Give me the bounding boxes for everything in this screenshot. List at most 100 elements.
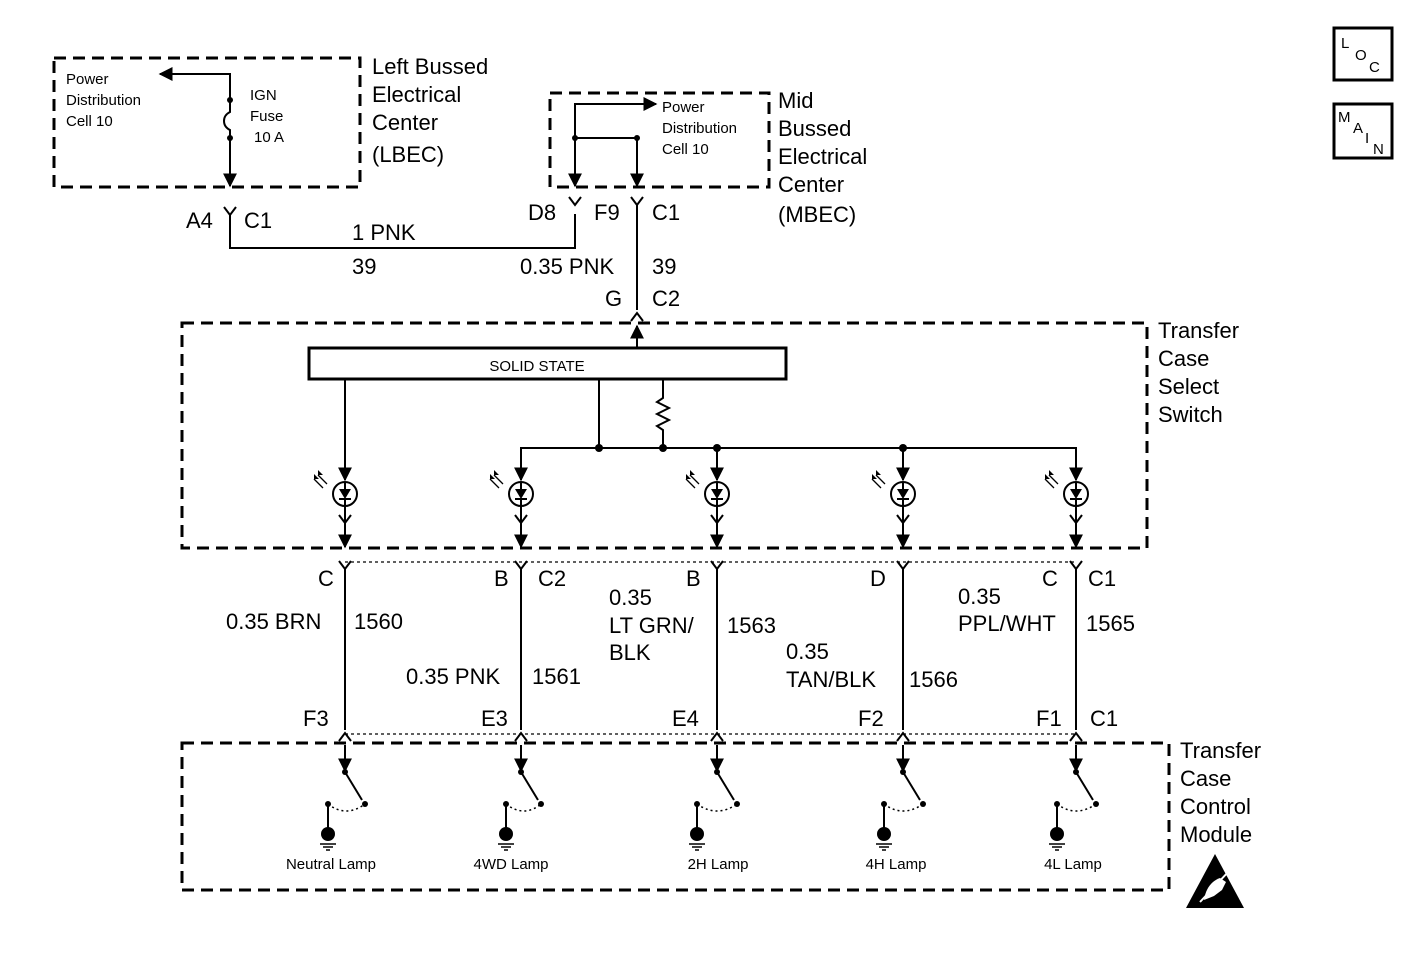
esd-warning-icon [1186,854,1244,908]
mbec-feed-arrow [574,97,658,138]
fuse-icon [223,100,231,138]
wire-1561-label: 0.35 PNK [406,664,500,689]
lbec-connector: C1 [244,208,272,233]
mbec-power-distribution-label: Power Distribution Cell 10 [662,99,737,158]
lbec-feed-arrow [158,67,231,100]
wire-1565-label: 0.35 PPL/WHT [958,584,1056,636]
wire-1563-circuit: 1563 [727,613,776,638]
lbec-pin: A4 [186,208,213,233]
fuse-label: IGN Fuse 10 A [250,87,284,146]
svg-text:Switch: Switch [1158,402,1223,427]
wire-1-circuit: 39 [352,254,376,279]
loc-letter-c: C [1369,59,1380,76]
svg-text:LT GRN/: LT GRN/ [609,613,695,638]
svg-text:Center: Center [372,110,438,135]
wire-2-label: 0.35 PNK [520,254,614,279]
wire-1565-circuit: 1565 [1086,611,1135,636]
svg-text:Electrical: Electrical [372,82,461,107]
svg-text:Left Bussed: Left Bussed [372,54,488,79]
loc-letter-l: L [1341,35,1349,52]
tcss-pin-g: G [605,286,622,311]
lamp-label-4wd: 4WD Lamp [473,856,548,873]
ground-icon [319,826,337,851]
tcss-name: Transfer Case Select Switch [1158,318,1239,427]
main-letter-a: A [1353,120,1363,137]
led-3 [685,469,730,507]
main-letter-n: N [1373,141,1384,158]
ground-icon [497,826,515,851]
svg-text:Bussed: Bussed [778,116,851,141]
bottom-connector-row [338,732,1083,742]
svg-text:TAN/BLK: TAN/BLK [786,667,876,692]
svg-text:Distribution: Distribution [66,92,141,109]
bottom-connector-c1: C1 [1090,706,1118,731]
lamp-label-4h: 4H Lamp [866,856,927,873]
mid-connector-c1: C1 [1088,566,1116,591]
mbec-pin-f9: F9 [594,200,620,225]
mbec-box [548,91,771,189]
led-4 [871,469,916,507]
svg-text:Fuse: Fuse [250,108,283,125]
mbec-f9-connector-icon [630,196,644,206]
lamp-switch-2h [688,745,740,851]
tcss-connector-c2: C2 [652,286,680,311]
wire-1-label: 1 PNK [352,220,416,245]
lamp-label-neutral: Neutral Lamp [286,856,376,873]
mbec-pin-d8: D8 [528,200,556,225]
bottom-pin-f2: F2 [858,706,884,731]
mid-pin-3: B [686,566,701,591]
svg-text:Power: Power [662,99,705,116]
lamp-switch-4l [1048,745,1099,851]
loc-button[interactable]: L O C [1332,26,1394,82]
wire-1563-label: 0.35 LT GRN/ BLK [609,585,695,665]
mid-connector-c2: C2 [538,566,566,591]
bottom-pin-f3: F3 [303,706,329,731]
lbec-name: Left Bussed Electrical Center (LBEC) [372,54,488,167]
lbec-connector-icon [223,206,237,216]
mbec-name: Mid Bussed Electrical Center (MBEC) [778,88,867,227]
svg-text:Cell 10: Cell 10 [662,141,709,158]
svg-text:(MBEC): (MBEC) [778,202,856,227]
svg-text:IGN: IGN [250,87,277,104]
main-letter-m: M [1338,109,1351,126]
svg-text:BLK: BLK [609,640,651,665]
lbec-power-distribution-label: Power Distribution Cell 10 [66,71,141,130]
svg-text:Case: Case [1158,346,1209,371]
tcss-input-connector-icon [630,312,644,322]
led-1 [313,469,358,507]
svg-text:Transfer: Transfer [1180,738,1261,763]
lamp-label-2h: 2H Lamp [688,856,749,873]
svg-text:Case: Case [1180,766,1231,791]
svg-text:(LBEC): (LBEC) [372,142,444,167]
main-letter-i: I [1365,130,1369,147]
mid-pin-4: D [870,566,886,591]
svg-text:Control: Control [1180,794,1251,819]
svg-text:0.35: 0.35 [786,639,829,664]
wire-1566-label: 0.35 TAN/BLK [786,639,876,692]
svg-text:PPL/WHT: PPL/WHT [958,611,1056,636]
tcss-box [180,321,1149,550]
bottom-pin-e4: E4 [672,706,699,731]
main-button[interactable]: M A I N [1332,102,1394,160]
bottom-pin-f1: F1 [1036,706,1062,731]
wire-2-circuit: 39 [652,254,676,279]
ground-icon [688,826,706,851]
resistor-icon [654,379,672,448]
svg-text:Mid: Mid [778,88,813,113]
solid-state-block [307,346,788,381]
lamp-switch-4wd [497,745,544,851]
tccm-name: Transfer Case Control Module [1180,738,1261,847]
mid-connector-row [338,560,1083,570]
mid-pin-2: B [494,566,509,591]
lamp-switch-4h [875,745,926,851]
wire-1-pnk [229,214,576,249]
svg-text:10 A: 10 A [254,129,284,146]
lamp-label-4l: 4L Lamp [1044,856,1102,873]
bottom-wires [344,568,1077,730]
svg-text:Electrical: Electrical [778,144,867,169]
svg-text:Select: Select [1158,374,1219,399]
lbec-box [52,56,362,189]
svg-text:Cell 10: Cell 10 [66,113,113,130]
svg-text:Transfer: Transfer [1158,318,1239,343]
svg-text:0.35: 0.35 [958,584,1001,609]
